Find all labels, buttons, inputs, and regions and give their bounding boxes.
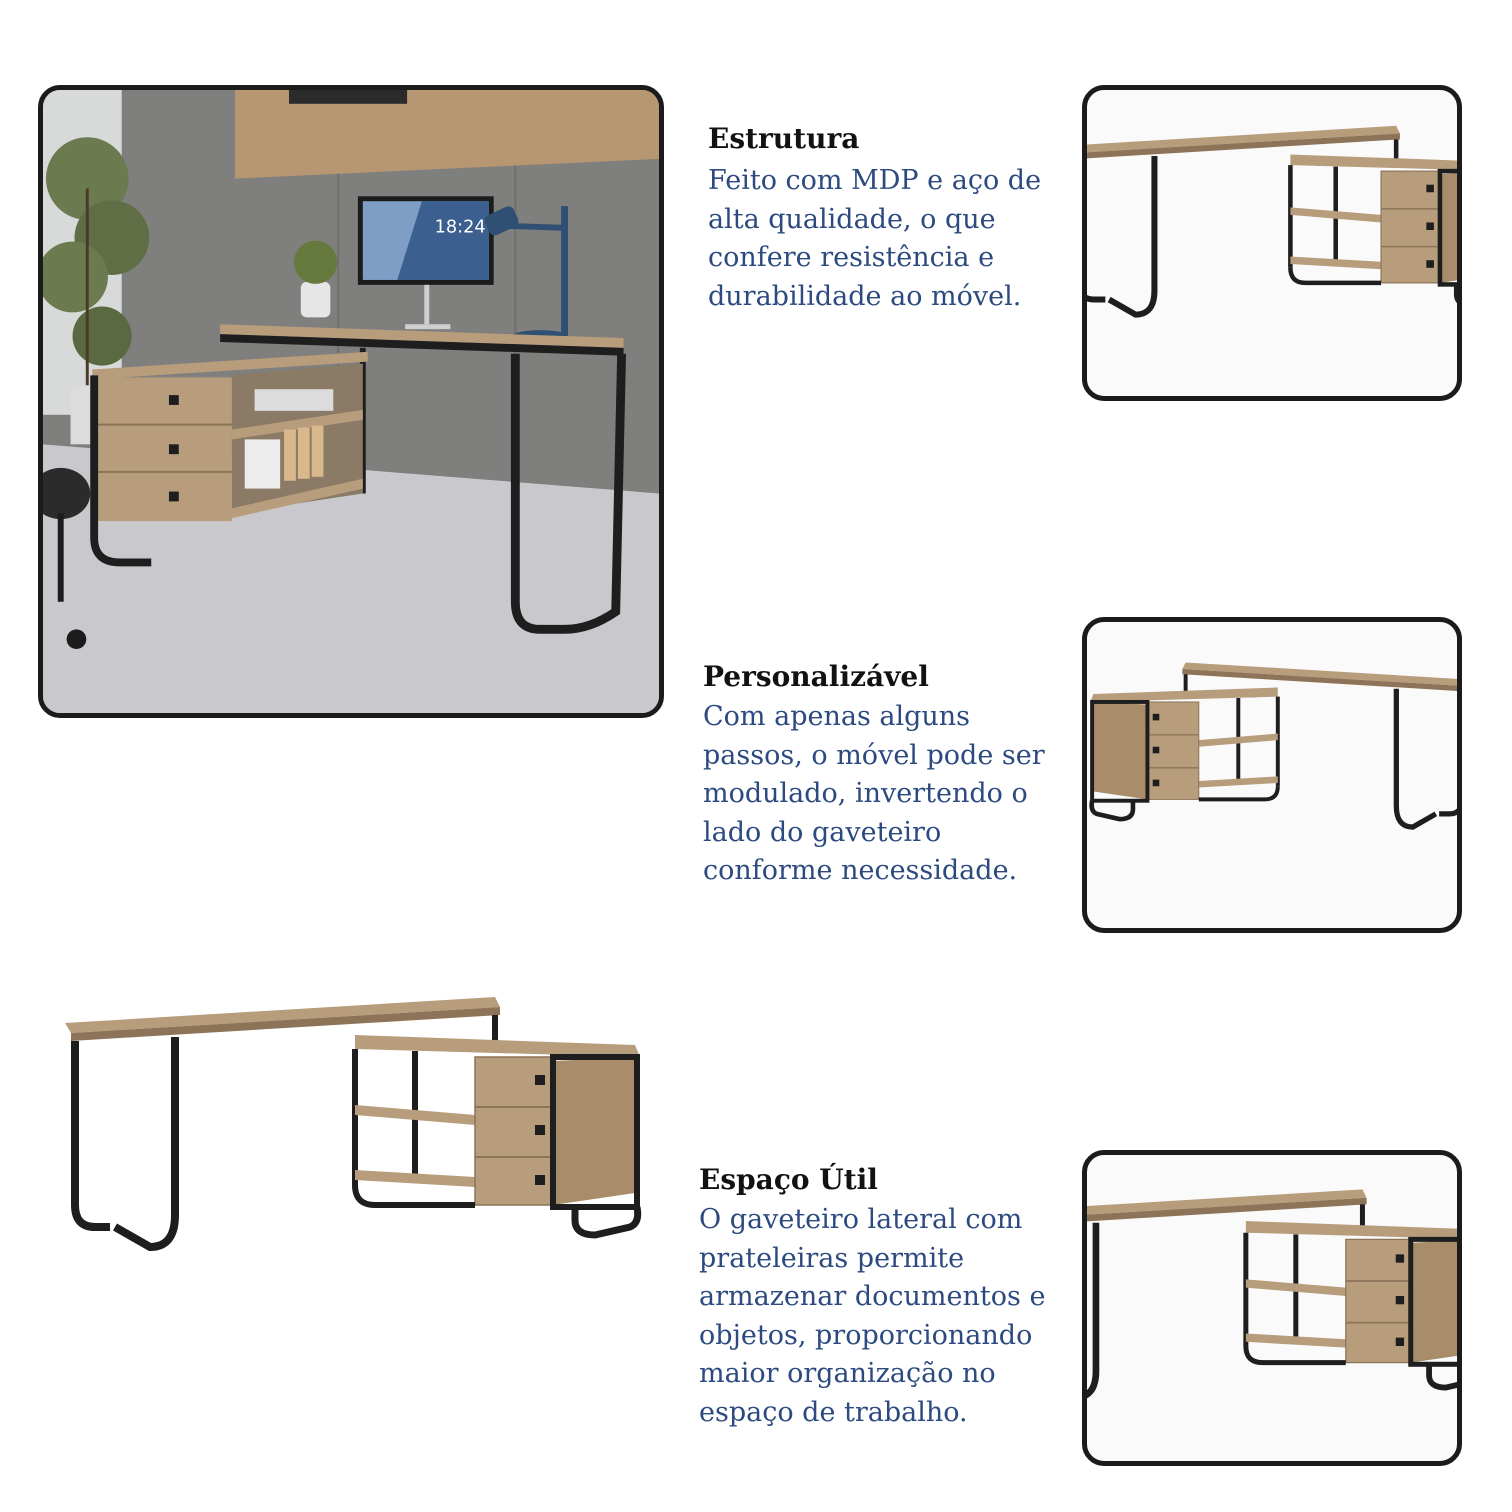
- room-scene-image: 18:24: [38, 85, 664, 718]
- section-heading: Personalizável: [703, 660, 929, 693]
- section-body: Com apenas alguns passos, o móvel pode s…: [703, 701, 1045, 886]
- desk-thumbnail-structure: [1082, 85, 1462, 401]
- section-espaco-util: Espaço Útil O gaveteiro lateral com prat…: [699, 1163, 1069, 1432]
- section-body: Feito com MDP e aço de alta qualidade, o…: [708, 165, 1042, 312]
- desk-thumbnail-reversible: [1082, 617, 1462, 933]
- section-heading: Estrutura: [708, 122, 860, 155]
- section-body: O gaveteiro lateral com prateleiras perm…: [699, 1204, 1046, 1428]
- section-estrutura: Estrutura Feito com MDP e aço de alta qu…: [708, 122, 1058, 316]
- section-personalizavel: Personalizável Com apenas alguns passos,…: [703, 660, 1063, 891]
- desk-product-image: [55, 965, 655, 1295]
- monitor-clock: 18:24: [435, 218, 486, 238]
- section-heading: Espaço Útil: [699, 1163, 878, 1196]
- desk-thumbnail-storage: [1082, 1150, 1462, 1466]
